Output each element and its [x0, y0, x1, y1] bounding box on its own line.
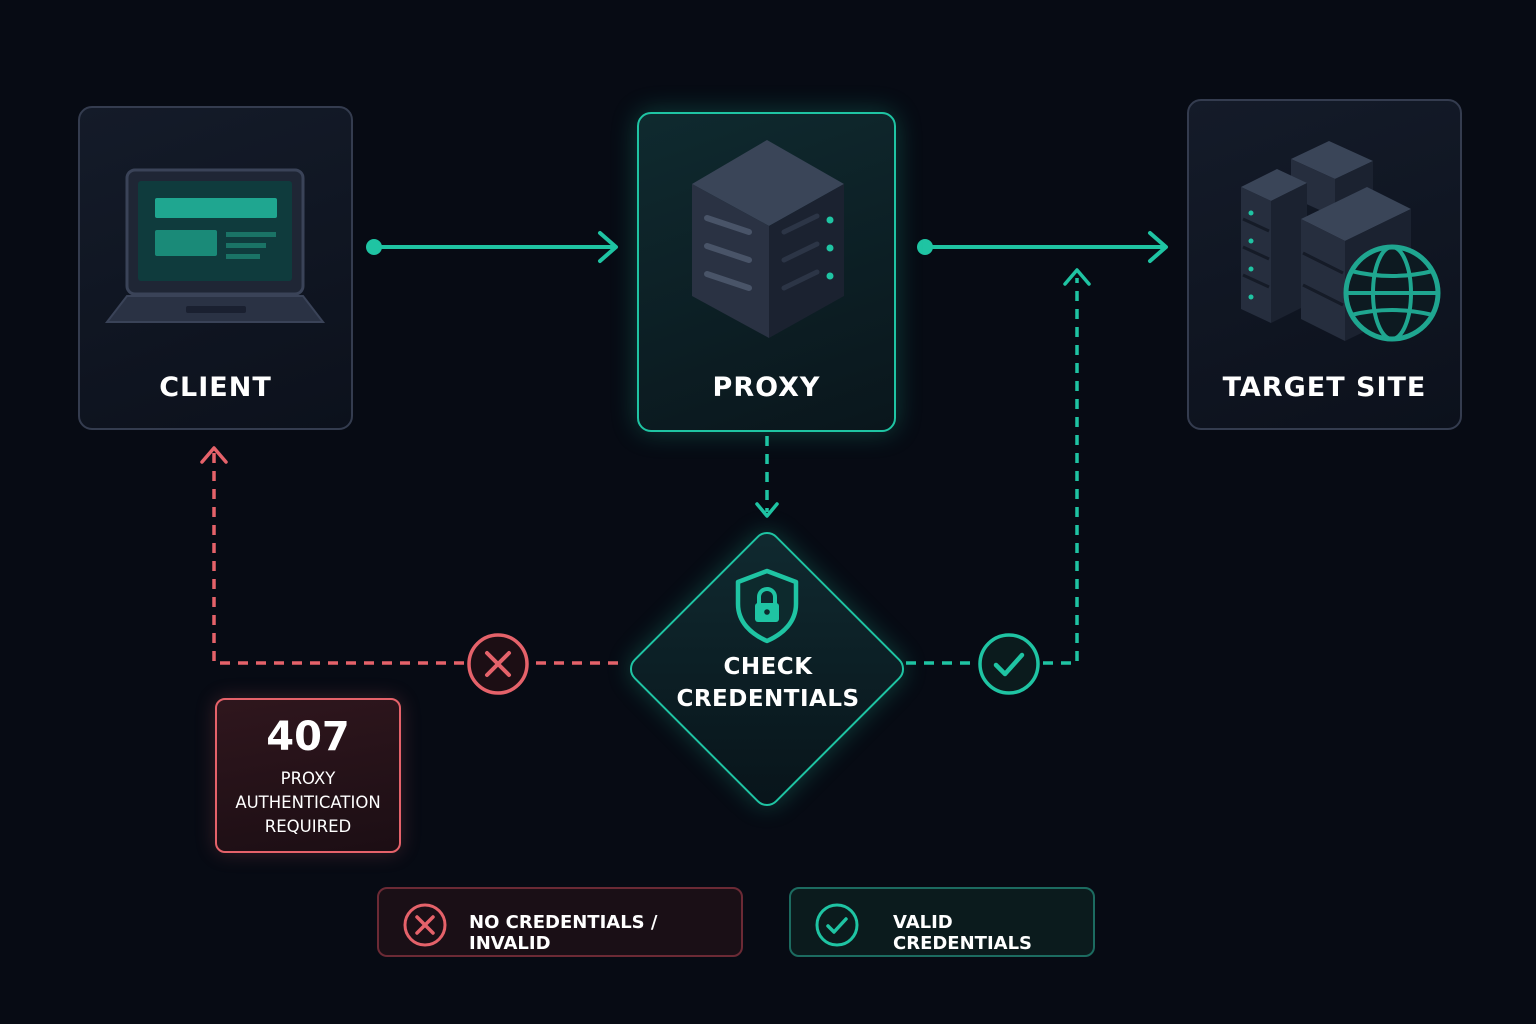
proxy-label: PROXY	[712, 372, 821, 403]
arrow-proxy-to-target	[917, 231, 1168, 263]
arrow-client-to-proxy	[366, 231, 618, 263]
legend-invalid: NO CREDENTIALS / INVALID	[377, 887, 743, 957]
error-line-2: AUTHENTICATION	[235, 793, 381, 812]
server-icon	[692, 140, 844, 338]
client-label: CLIENT	[159, 372, 272, 403]
globe-icon	[1343, 244, 1441, 342]
target-site-label: TARGET SITE	[1222, 372, 1427, 403]
laptop-icon	[104, 168, 326, 323]
error-x-icon	[467, 633, 529, 695]
arrow-proxy-to-check	[755, 436, 779, 518]
legend-x-icon	[403, 903, 447, 947]
error-407-box: 407 PROXY AUTHENTICATION REQUIRED	[215, 698, 401, 853]
client-node: CLIENT	[78, 106, 353, 430]
success-check-icon	[978, 633, 1040, 695]
proxy-node: PROXY	[637, 112, 896, 432]
error-line-1: PROXY	[280, 769, 336, 788]
legend-valid-label: VALID CREDENTIALS	[893, 912, 1033, 954]
error-code: 407	[266, 714, 350, 760]
legend-check-icon	[815, 903, 859, 947]
target-site-node: TARGET SITE	[1187, 99, 1462, 430]
legend-invalid-label: NO CREDENTIALS / INVALID	[469, 912, 658, 954]
server-rack-icon	[1241, 141, 1441, 342]
shield-lock-icon	[735, 568, 799, 644]
legend-valid: VALID CREDENTIALS	[789, 887, 1095, 957]
error-line-3: REQUIRED	[264, 817, 352, 836]
path-invalid-to-client	[200, 446, 618, 665]
check-label-line2: CREDENTIALS	[676, 686, 860, 712]
path-valid-to-target	[906, 268, 1091, 665]
check-label-line1: CHECK	[723, 654, 813, 680]
